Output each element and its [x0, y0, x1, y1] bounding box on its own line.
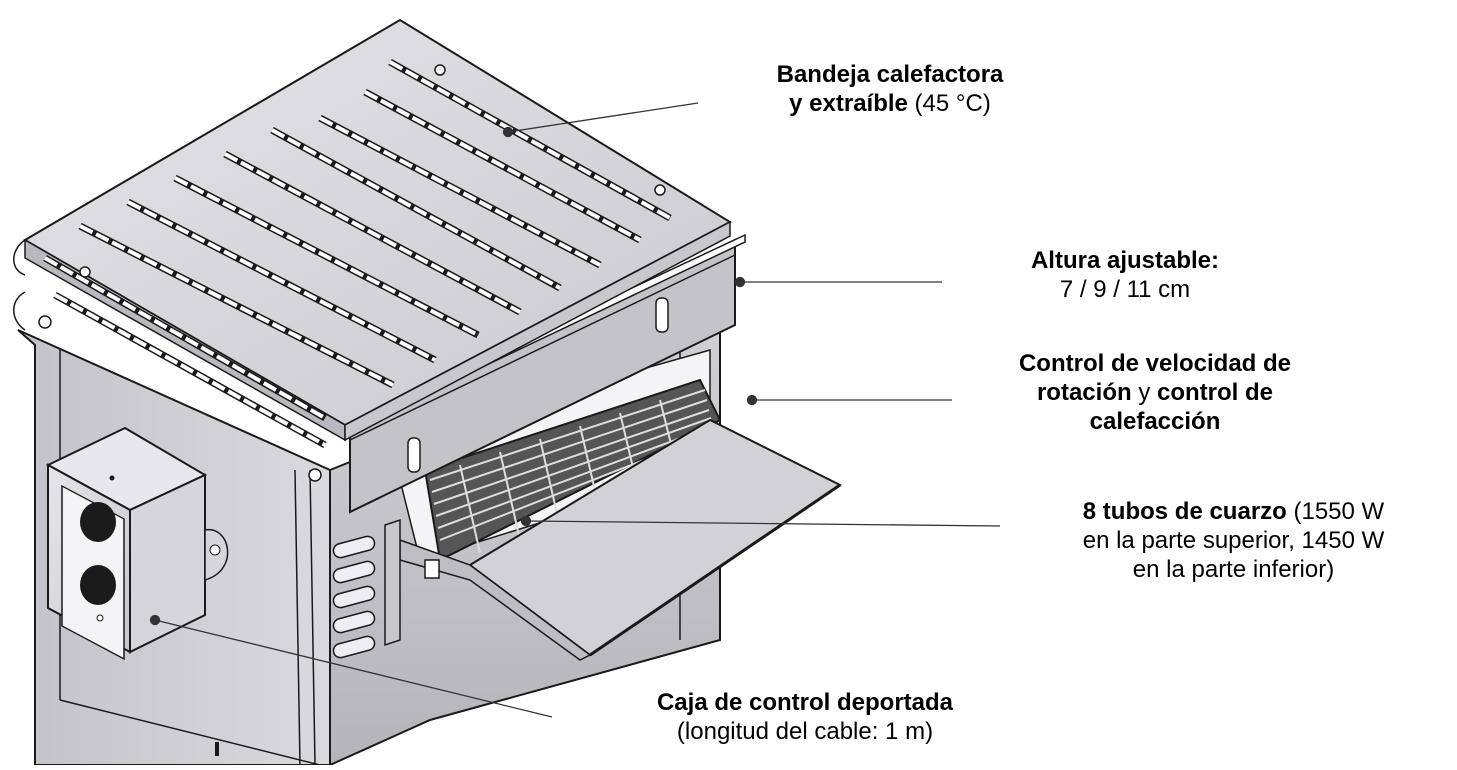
vent-slots	[332, 535, 376, 659]
tray-title-line1: Bandeja calefactora	[776, 61, 1004, 88]
callout-quartz-tubes: 8 tubos de cuarzo (1550 W en la parte su…	[1010, 497, 1457, 584]
tray-title-line2: y extraíble	[789, 90, 908, 117]
tubes-bottom-location: en la parte inferior)	[1132, 556, 1335, 583]
callout-adjustable-height: Altura ajustable: 7 / 9 / 11 cm	[955, 246, 1295, 304]
control-conjunction: y	[1131, 379, 1157, 406]
tray-temperature: (45 °C)	[907, 90, 991, 117]
callout-heated-tray: Bandeja calefactora y extraíble (45 °C)	[690, 60, 1090, 118]
left-rails	[13, 239, 327, 449]
callout-remote-control-box: Caja de control deportada (longitud del …	[585, 688, 1025, 746]
tubes-title: 8 tubos de cuarzo	[1082, 498, 1287, 525]
side-door	[384, 518, 401, 647]
height-values: 7 / 9 / 11 cm	[1059, 276, 1191, 303]
control-title-rotation: rotación	[1036, 379, 1132, 406]
tubes-top-power: (1550 W	[1286, 498, 1385, 525]
tubes-top-location: en la parte superior, 1450 W	[1082, 527, 1385, 554]
box-title: Caja de control deportada	[656, 689, 954, 716]
control-title-line3: calefacción	[1089, 408, 1221, 435]
tray-slots	[78, 58, 672, 389]
control-knob-top	[80, 502, 116, 542]
height-title: Altura ajustable:	[1030, 247, 1220, 274]
box-cable-length: (longitud del cable: 1 m)	[676, 718, 934, 745]
control-title-heat: control de	[1157, 379, 1274, 406]
control-knob-bottom	[80, 565, 116, 605]
leader-lines	[149, 102, 1001, 718]
control-title-line1: Control de velocidad de	[1018, 350, 1292, 377]
callout-speed-heat-control: Control de velocidad de rotación y contr…	[950, 349, 1360, 436]
